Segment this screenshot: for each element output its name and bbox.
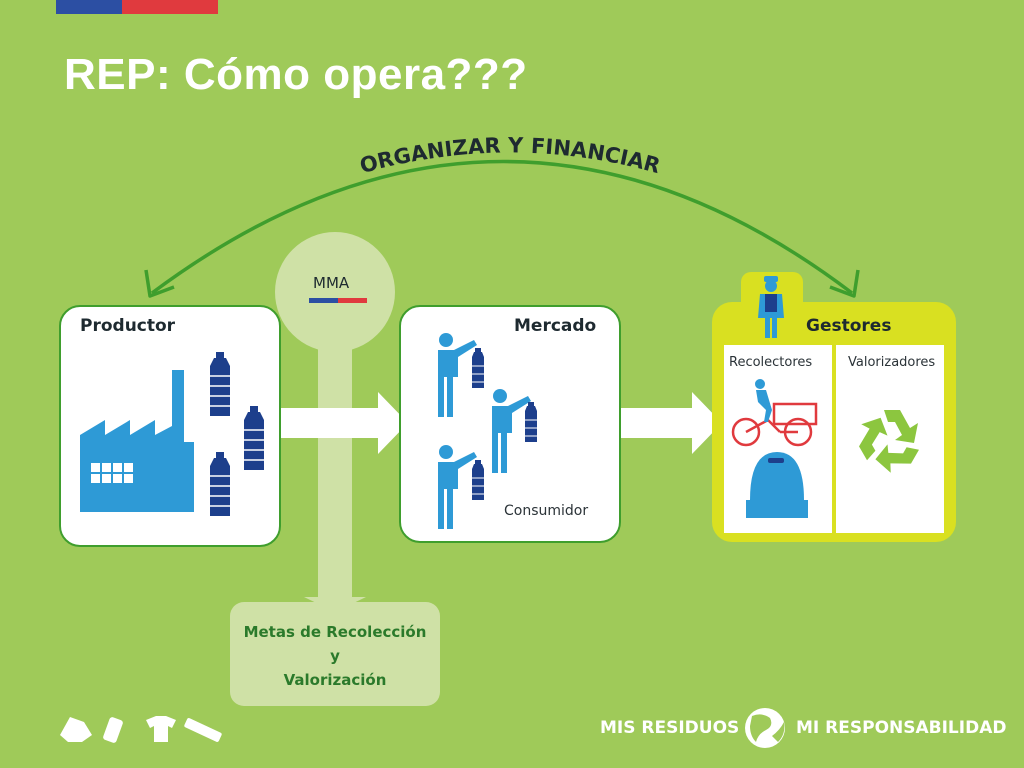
consumer-person-icon	[438, 445, 477, 529]
consumer-label: Consumidor	[504, 503, 589, 519]
footer-left-text: MIS RESIDUOS	[600, 718, 740, 738]
metas-line-1: Metas de Recolección	[243, 623, 427, 641]
mercado-box	[399, 305, 621, 543]
consumer-person-icon	[438, 333, 477, 417]
mma-node	[275, 232, 395, 612]
bottle-icon	[210, 452, 230, 516]
factory-icon	[80, 370, 194, 512]
mercado-to-gestores-arrow	[616, 392, 722, 454]
mma-label: MMA	[313, 274, 350, 292]
flag-bar-blue	[56, 0, 122, 14]
recycling-bin-icon	[746, 452, 808, 518]
productor-box	[59, 305, 281, 547]
metas-line-3: Valorización	[283, 671, 387, 689]
footer-right-text: MI RESPONSABILIDAD	[796, 718, 1007, 738]
bottle-icon	[525, 402, 537, 442]
globe-icon	[745, 708, 785, 748]
bottle-icon	[244, 406, 264, 470]
productor-to-mercado-arrow	[278, 392, 408, 454]
valorizadores-label: Valorizadores	[848, 355, 936, 370]
metas-box	[230, 602, 440, 706]
gestores-box	[712, 272, 956, 542]
bottle-icon	[472, 348, 484, 388]
metas-line-2: y	[330, 647, 340, 665]
mercado-title: Mercado	[514, 316, 597, 336]
productor-title: Productor	[80, 316, 176, 336]
metas-label: Metas de Recolección y Valorización	[230, 620, 440, 692]
recolectores-label: Recolectores	[729, 355, 813, 370]
cargo-bicycle-icon	[731, 379, 818, 447]
organize-finance-arc-arrow	[144, 159, 860, 298]
bottle-icon	[210, 352, 230, 416]
worker-icon	[758, 276, 784, 338]
recycle-icon	[859, 410, 919, 473]
consumer-person-icon	[492, 389, 531, 473]
flag-bar-red	[122, 0, 218, 14]
gestores-title: Gestores	[806, 316, 892, 336]
bottle-icon	[472, 460, 484, 500]
slide-title: REP: Cómo opera???	[64, 50, 528, 99]
footer-waste-icons	[60, 716, 222, 743]
